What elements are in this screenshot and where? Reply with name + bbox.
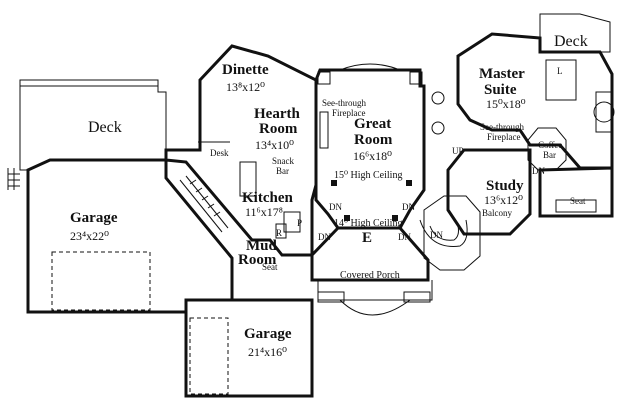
pantry-label: P [297, 218, 302, 228]
hearth-room-label-2: Room [259, 121, 298, 137]
dinette-dim: 13⁸x12⁰ [226, 80, 265, 94]
master-suite-dim: 15⁰x18⁰ [486, 97, 526, 111]
snack-bar-label-1: Snack [272, 156, 294, 166]
deck-right-label: Deck [554, 33, 588, 50]
garage-lower-dim: 21⁴x16⁰ [248, 345, 287, 359]
see-through-left-2: Fireplace [332, 108, 365, 118]
closet-l-label: L [557, 66, 563, 76]
dn-left-label: DN [329, 202, 342, 212]
mud-room-label-2: Room [238, 252, 277, 268]
great-room-label-2: Room [354, 132, 393, 148]
great-room-dim: 16⁶x18⁰ [353, 149, 392, 163]
master-suite-label-2: Suite [484, 82, 517, 98]
garage-main [26, 158, 234, 314]
dn-foyer-right-label: DN [398, 232, 411, 242]
see-through-right-2: Fireplace [487, 132, 520, 142]
deck-right [539, 13, 611, 53]
see-through-right-1: See-through [480, 122, 524, 132]
garage-lower-label: Garage [244, 326, 292, 342]
study [423, 127, 614, 271]
kitchen-label: Kitchen [242, 190, 293, 206]
kitchen-block [164, 44, 318, 257]
covered-porch-label: Covered Porch [340, 270, 400, 281]
garage-main-label: Garage [70, 210, 118, 226]
dn-study-label: DN [532, 166, 545, 176]
seat-right-label: Seat [570, 196, 586, 206]
kitchen-dim: 11⁶x17⁸ [245, 205, 283, 219]
entry-label: E [362, 230, 372, 246]
up-label: UP [452, 146, 464, 156]
foyer-porch [310, 219, 468, 316]
study-label: Study [486, 178, 524, 194]
master-suite-label-1: Master [479, 66, 525, 82]
mud-room-label-1: Mud [246, 238, 278, 254]
hearth-room-label-1: Hearth [254, 106, 300, 122]
coffee-bar-label-1: Coffee [538, 140, 562, 150]
range-label: R [276, 228, 282, 238]
deck-left-label: Deck [88, 119, 122, 136]
see-through-left-1: See-through [322, 98, 366, 108]
mud-seat-label: Seat [262, 262, 278, 272]
deck-left [7, 79, 167, 190]
snack-bar-label-2: Bar [276, 166, 289, 176]
balcony-label: Balcony [482, 208, 512, 218]
hearth-room-dim: 13⁴x10⁰ [255, 138, 294, 152]
dn-foyer-left-label: DN [318, 232, 331, 242]
great-room-block [314, 63, 426, 230]
ceiling-15-label: 15⁰ High Ceiling [334, 170, 402, 181]
desk-label: Desk [210, 148, 229, 158]
great-room-label-1: Great [354, 116, 391, 132]
garage-lower [184, 298, 314, 398]
ceiling-14-label: 14⁰ High Ceiling [334, 218, 402, 229]
study-dim: 13⁶x12⁰ [484, 193, 523, 207]
garage-main-dim: 23⁴x22⁰ [70, 229, 109, 243]
dn-right-label: DN [402, 202, 415, 212]
dn-stair-label: DN [430, 230, 443, 240]
coffee-bar-label-2: Bar [543, 150, 556, 160]
dinette-label: Dinette [222, 62, 269, 78]
